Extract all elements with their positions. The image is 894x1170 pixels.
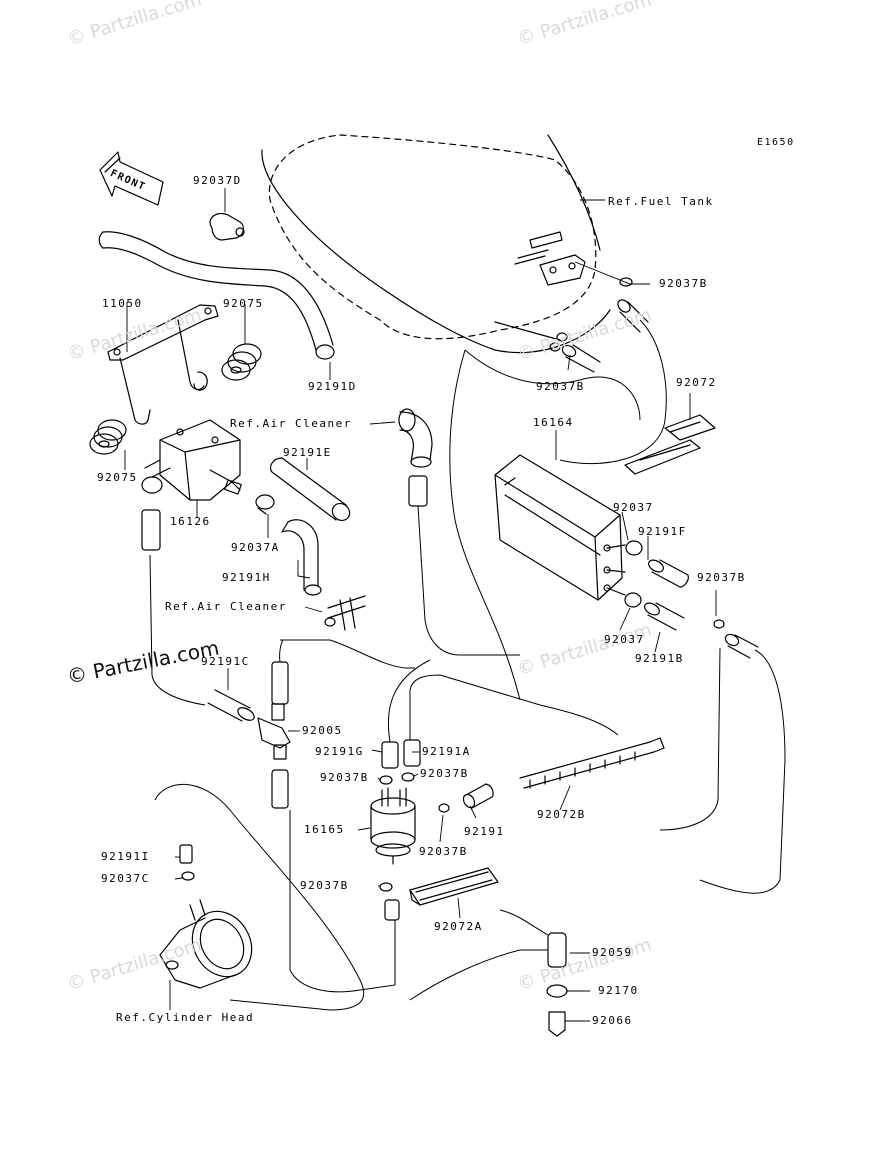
washer-92170	[546, 984, 568, 998]
clamp-92037b-small	[181, 277, 725, 892]
fuel-filter-16165	[370, 787, 416, 865]
front-arrow	[99, 151, 164, 206]
callout-16165[interactable]: 16165	[304, 823, 345, 836]
hose-short-elbow	[408, 475, 428, 507]
callout-92037b[interactable]: 92037B	[697, 571, 746, 584]
callout-92037b[interactable]: 92037B	[419, 845, 468, 858]
air-cleaner-elbow	[398, 408, 433, 468]
callout-92191e[interactable]: 92191E	[283, 446, 332, 459]
callout-92170[interactable]: 92170	[598, 984, 639, 997]
callout-11050[interactable]: 11050	[102, 297, 143, 310]
callout-92037[interactable]: 92037	[613, 501, 654, 514]
callout-92191c[interactable]: 92191C	[201, 655, 250, 668]
callout-92037[interactable]: 92037	[604, 633, 645, 646]
hose-92191	[462, 783, 494, 809]
hose-tank-short	[617, 299, 649, 333]
ref-cylinder-head[interactable]: Ref.Cylinder Head	[116, 1011, 255, 1024]
clamp-92037d	[209, 212, 245, 241]
hose-92191b	[644, 602, 685, 631]
hose-92191c-angled	[207, 689, 255, 722]
hose-upper-vertical	[271, 661, 289, 705]
air-cleaner-tee	[324, 595, 366, 631]
callout-92072[interactable]: 92072	[676, 376, 717, 389]
strap-92072	[624, 414, 716, 475]
canister-16164	[494, 454, 626, 601]
hose-92191h	[281, 519, 322, 596]
diagram-code: E1650	[757, 137, 795, 148]
hose-92191g	[381, 741, 399, 769]
hose-right-end	[724, 633, 759, 659]
carburetor-holder	[159, 899, 253, 989]
callout-92191[interactable]: 92191	[464, 825, 505, 838]
callout-92075-top[interactable]: 92075	[223, 297, 264, 310]
callout-16164[interactable]: 16164	[533, 416, 574, 429]
callout-92037b[interactable]: 92037B	[320, 771, 369, 784]
callout-92037a[interactable]: 92037A	[231, 541, 280, 554]
hose-92191c	[141, 509, 161, 551]
fuel-tank-outline	[261, 134, 611, 354]
callout-92191a[interactable]: 92191A	[422, 745, 471, 758]
hose-lower-filter	[384, 899, 400, 921]
strap-92072a	[409, 867, 499, 906]
callout-92059[interactable]: 92059	[592, 946, 633, 959]
grommet-92075-top	[221, 343, 262, 381]
band-92072b	[519, 737, 665, 789]
callout-92191g[interactable]: 92191G	[315, 745, 364, 758]
clamps-92037	[624, 540, 643, 608]
leader-lines	[124, 188, 717, 1022]
callout-92037b[interactable]: 92037B	[420, 767, 469, 780]
fitting-92066	[548, 1011, 566, 1037]
tank-fitting	[514, 231, 586, 286]
hose-92191e	[269, 457, 351, 522]
callout-92072a[interactable]: 92072A	[434, 920, 483, 933]
hose-tank-second	[561, 344, 601, 373]
callout-92037b[interactable]: 92037B	[536, 380, 585, 393]
hose-lower-vertical	[271, 769, 289, 809]
callout-16126[interactable]: 16126	[170, 515, 211, 528]
breather-hose	[98, 231, 335, 360]
grommet-92075-left	[89, 419, 127, 455]
tee-92005	[257, 703, 291, 760]
hose-92191i	[179, 844, 193, 864]
callout-92005[interactable]: 92005	[302, 724, 343, 737]
ref-fuel-tank[interactable]: Ref.Fuel Tank	[608, 195, 714, 208]
ref-air-cleaner-upper[interactable]: Ref.Air Cleaner	[230, 417, 352, 430]
callout-92191i[interactable]: 92191I	[101, 850, 150, 863]
callout-92075-left[interactable]: 92075	[97, 471, 138, 484]
callout-92037b[interactable]: 92037B	[659, 277, 708, 290]
callout-92191h[interactable]: 92191H	[222, 571, 271, 584]
callout-92191d[interactable]: 92191D	[308, 380, 357, 393]
callout-92037c[interactable]: 92037C	[101, 872, 150, 885]
callout-92037d[interactable]: 92037D	[193, 174, 242, 187]
callout-92191f[interactable]: 92191F	[638, 525, 687, 538]
callout-92037b[interactable]: 92037B	[300, 879, 349, 892]
bracket-11050	[107, 304, 219, 425]
clamp-92037a	[255, 494, 275, 515]
hose-92191a	[403, 739, 421, 767]
valve-16126	[141, 419, 242, 501]
callout-92072b[interactable]: 92072B	[537, 808, 586, 821]
routing-lines	[149, 319, 786, 1011]
callout-92066[interactable]: 92066	[592, 1014, 633, 1027]
hose-92191f	[648, 559, 689, 588]
ref-air-cleaner-lower[interactable]: Ref.Air Cleaner	[165, 600, 287, 613]
callout-92191b[interactable]: 92191B	[635, 652, 684, 665]
